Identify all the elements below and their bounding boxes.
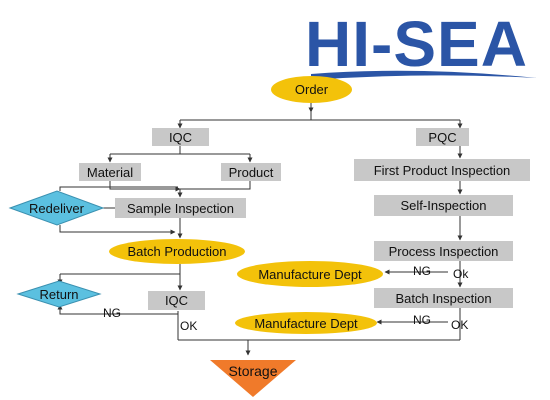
return-label: Return [39, 286, 79, 302]
process-inspection-box: Process Inspection [374, 241, 513, 261]
ok-label-batch: OK [451, 318, 469, 332]
batch-production-terminal: Batch Production [109, 239, 245, 264]
self-inspection-box: Self-Inspection [374, 195, 513, 216]
return-diamond [16, 280, 102, 308]
sample-inspection-box: Sample Inspection [115, 198, 246, 218]
manufacture-dept-terminal-2: Manufacture Dept [235, 312, 377, 334]
material-box: Material [79, 163, 141, 181]
logo-swoosh [311, 70, 537, 80]
order-terminal: Order [271, 76, 352, 103]
iqc-top-box: IQC [152, 128, 209, 146]
logo-text: HI-SEA [305, 10, 528, 80]
ok-label-iqc: OK [180, 319, 198, 333]
ng-label-process: NG [413, 264, 431, 278]
ng-label-iqc: NG [103, 306, 121, 320]
redeliver-label: Redeliver [29, 200, 84, 216]
storage-triangle [210, 360, 296, 397]
pqc-box: PQC [416, 128, 469, 146]
hi-sea-logo: HI-SEA [305, 10, 537, 80]
iqc-bottom-box: IQC [148, 291, 205, 310]
redeliver-diamond [8, 190, 105, 226]
batch-inspection-box: Batch Inspection [374, 288, 513, 308]
storage-label: Storage [228, 363, 278, 379]
product-box: Product [221, 163, 281, 181]
connector-paths [57, 103, 463, 356]
first-product-inspection-box: First Product Inspection [354, 159, 530, 181]
manufacture-dept-terminal-1: Manufacture Dept [237, 261, 383, 287]
ng-label-batch: NG [413, 313, 431, 327]
ok-label-process: Ok [453, 267, 469, 281]
